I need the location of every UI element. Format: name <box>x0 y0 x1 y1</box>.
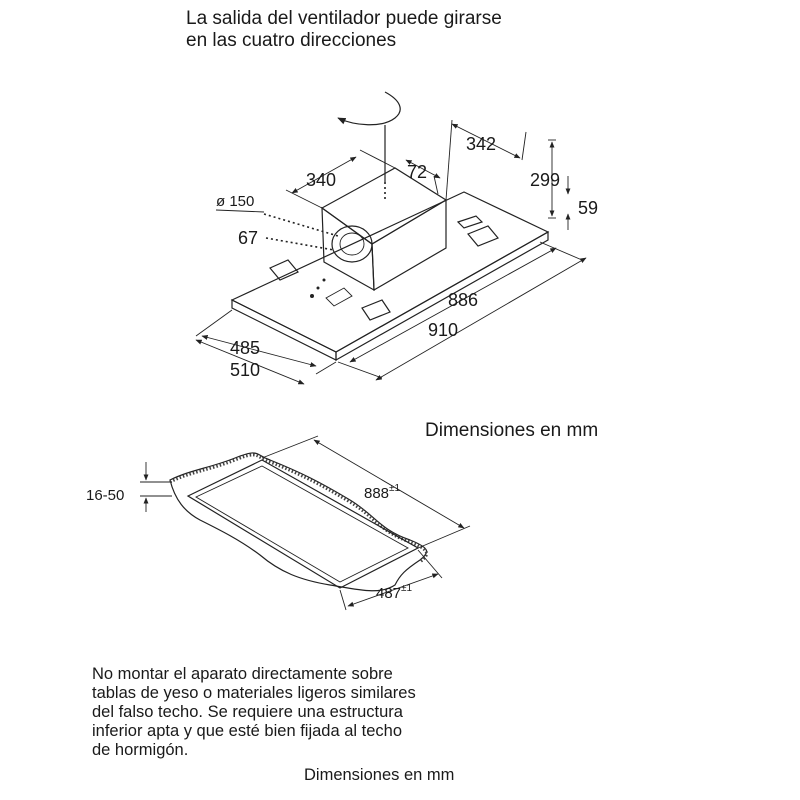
dimensions-caption-bottom: Dimensiones en mm <box>304 766 455 784</box>
control-button <box>310 294 314 298</box>
dim-510: 510 <box>230 360 260 380</box>
ceiling-cutout-drawing: 16-50 888±1 487±1 <box>86 435 471 611</box>
motor-box-top <box>320 167 448 245</box>
dimensions-caption-mid: Dimensiones en mm <box>425 420 599 441</box>
dim-72: 72 <box>407 162 427 182</box>
dim-487-value: 487 <box>376 585 401 602</box>
base-plate-front <box>335 230 549 362</box>
control-button <box>322 278 326 282</box>
dim-910: 910 <box>428 320 458 340</box>
warning-line-2: tablas de yeso o materiales ligeros simi… <box>92 684 416 702</box>
dim-59: 59 <box>578 198 598 218</box>
base-plate-top <box>230 191 550 353</box>
warning-line-4: inferior apta y que esté bien fijada al … <box>92 722 403 740</box>
dim-67: 67 <box>238 228 258 248</box>
bracket-front <box>361 299 391 321</box>
bracket-left <box>269 259 299 281</box>
warning-line-5: de hormigón. <box>92 741 189 759</box>
dim-299: 299 <box>530 170 560 190</box>
dim-888-tolerance: ±1 <box>389 483 400 494</box>
dim-485: 485 <box>230 338 260 358</box>
rotation-caption: La salida del ventilador puede girarse e… <box>186 8 502 52</box>
rotation-caption-line-1: La salida del ventilador puede girarse <box>186 8 502 29</box>
ceiling-edge-hatch <box>169 453 428 564</box>
dim-888: 888±1 <box>364 483 401 502</box>
rotation-arrow-icon <box>337 91 401 126</box>
cutout-inner <box>195 465 409 583</box>
control-panel <box>325 287 353 307</box>
motor-box-left <box>321 206 375 292</box>
rotation-caption-line-2: en las cuatro direcciones <box>186 30 397 51</box>
motor-box-right <box>371 198 447 292</box>
dim-487: 487±1 <box>376 583 413 602</box>
bracket-back <box>456 215 484 229</box>
warning-line-3: del falso techo. Se requiere una estruct… <box>92 703 403 721</box>
dim-340: 340 <box>306 170 336 190</box>
bracket-right <box>467 225 499 247</box>
installation-warning: No montar el aparato directamente sobre … <box>92 665 416 760</box>
cutout-opening <box>186 459 420 589</box>
hood-drawing: 342 340 72 299 59 ø 150 67 886 910 <box>195 91 598 385</box>
dim-16-50: 16-50 <box>86 487 124 504</box>
dim-886: 886 <box>448 290 478 310</box>
dim-888-value: 888 <box>364 485 389 502</box>
dim-150: ø 150 <box>216 193 254 210</box>
ceiling-outline <box>169 452 428 592</box>
control-button <box>316 286 320 290</box>
dim-487-tolerance: ±1 <box>401 583 412 594</box>
warning-line-1: No montar el aparato directamente sobre <box>92 665 393 683</box>
dim-342: 342 <box>466 134 496 154</box>
